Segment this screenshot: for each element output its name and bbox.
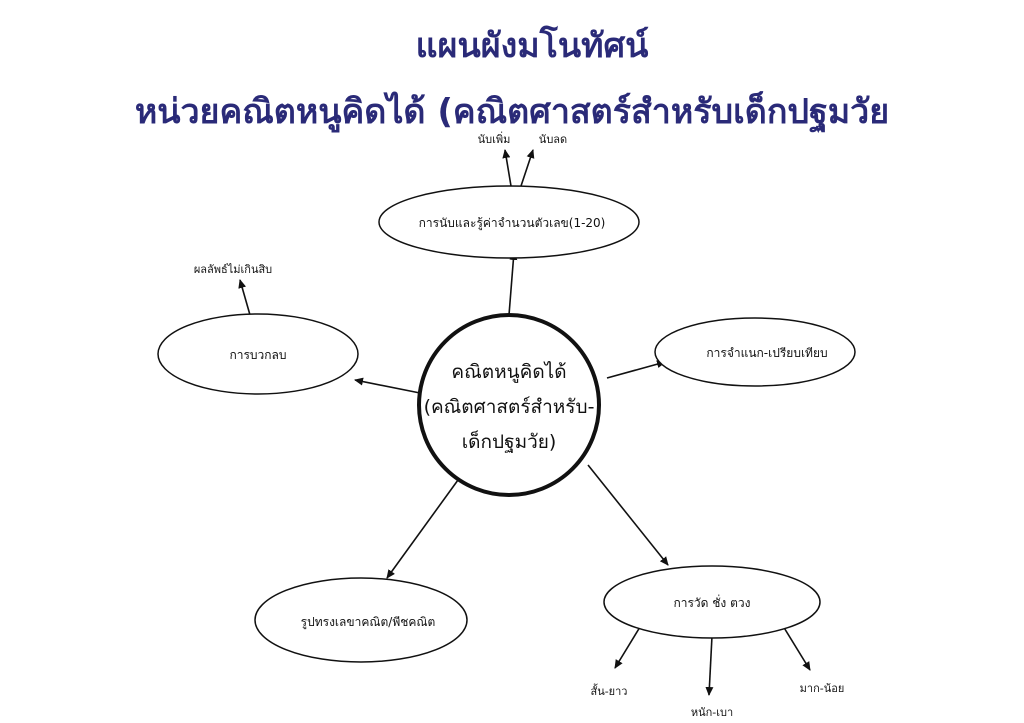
- counting-sub-add: นับเพิ่ม: [478, 131, 511, 146]
- diagram-subtitle: หน่วยคณิตหนูคิดได้ (คณิตศาสตร์สำหรับเด็ก…: [134, 92, 890, 132]
- arrow-counting-up: [502, 149, 512, 187]
- arrow-center-geometry: [386, 479, 459, 579]
- counting-sub-sub: นับลด: [539, 133, 567, 146]
- measure-sub-amount: มาก-น้อย: [800, 682, 845, 695]
- center-line1: คณิตหนูคิดได้: [451, 361, 566, 383]
- arrow-center-counting: [508, 251, 518, 316]
- measure-sub-weight: หนัก-เบา: [691, 706, 733, 719]
- diagram-title: แผนผังมโนทัศน์: [415, 26, 649, 66]
- measure-label: การวัด ชั่ง ตวง: [673, 594, 750, 610]
- center-line3: เด็กปฐมวัย): [462, 429, 557, 453]
- arrow-center-measure: [587, 464, 669, 566]
- arrow-center-addsub: [354, 377, 421, 394]
- arrow-measure-weight: [705, 635, 714, 696]
- measure-sub-length: สั้น-ยาว: [590, 683, 627, 698]
- classify-label: การจำแนก-เปรียบเทียบ: [706, 346, 827, 360]
- addsub-sub-result: ผลลัพธ์ไม่เกินสิบ: [194, 263, 272, 276]
- arrow-measure-amount: [782, 625, 811, 671]
- node-measure: [603, 565, 821, 639]
- node-center: [417, 313, 601, 497]
- node-counting: [378, 185, 640, 259]
- node-addsub: [157, 313, 359, 395]
- arrow-center-classify: [606, 360, 666, 379]
- node-geometry: [254, 577, 468, 663]
- arrow-counting-down: [520, 149, 535, 187]
- node-classify: [654, 317, 856, 387]
- geometry-label: รูปทรงเลขาคณิต/พีชคณิต: [301, 615, 436, 630]
- arrows: [238, 149, 811, 696]
- addsub-label: การบวกลบ: [229, 348, 286, 362]
- center-line2: (คณิตศาสตร์สำหรับ-: [424, 396, 595, 418]
- arrow-addsub-result: [238, 279, 251, 316]
- counting-label: การนับและรู้ค่าจำนวนตัวเลข(1-20): [419, 216, 606, 231]
- arrow-measure-length: [614, 626, 641, 669]
